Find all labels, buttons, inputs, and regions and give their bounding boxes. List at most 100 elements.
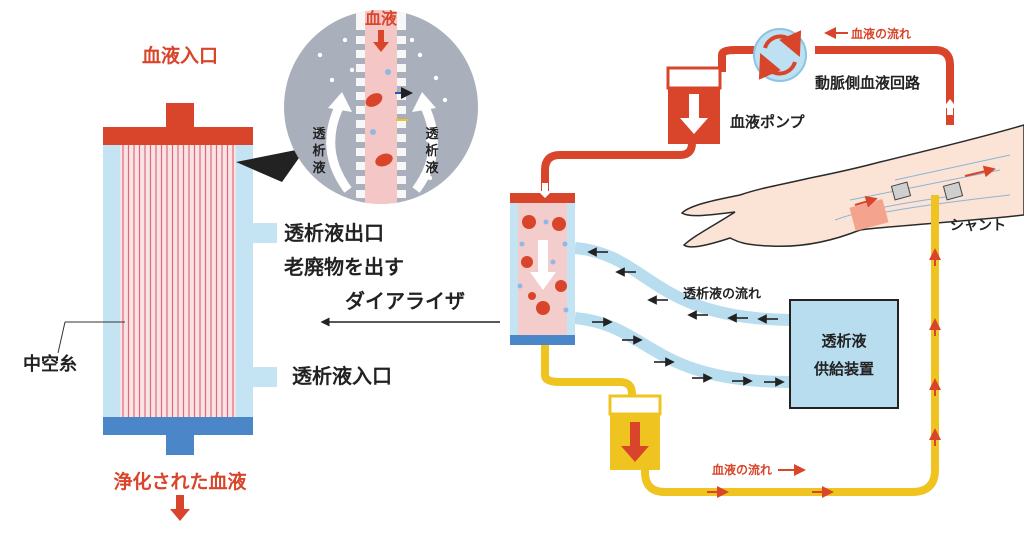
pore [397, 170, 406, 176]
blood-cell [536, 301, 550, 315]
pore [397, 156, 406, 162]
particle-dot [442, 97, 448, 103]
solute-dot [517, 283, 523, 289]
hollow-fiber-label: 中空糸 [23, 353, 77, 375]
hollow-fiber-pointer [57, 321, 66, 354]
svg-text:液: 液 [425, 160, 438, 176]
pore [356, 156, 365, 162]
zoom-dialysate-left-label: 透析液 [312, 127, 325, 176]
hollow-fibers [122, 145, 234, 417]
pore [397, 100, 406, 106]
rotate-arrow-icon [758, 53, 797, 80]
pore [356, 58, 365, 64]
particle-dot [409, 37, 415, 43]
needle-connector-icon [890, 181, 912, 201]
blood-inlet-port [166, 103, 194, 129]
vein-arrow-icon [854, 195, 878, 208]
vein-arrow-icon [964, 165, 996, 178]
dialyzer-detail: 血液入口 浄化された血液 中空糸 透析液出口 老廃物を出す 透析液入口 [23, 44, 404, 521]
particle-dot [342, 37, 348, 43]
drip-chamber-top [608, 394, 662, 416]
dialysate-out-line [574, 242, 791, 326]
zoom-callout [236, 148, 306, 182]
particle-dot [427, 175, 433, 181]
dialysate-flow-arrows [587, 247, 785, 387]
blood-down-arrow-icon [373, 30, 389, 52]
dialysate-inlet-port [253, 367, 277, 387]
pore [397, 72, 406, 78]
pore [356, 128, 365, 134]
pore [356, 72, 365, 78]
pore [356, 170, 365, 176]
particle-dot [329, 77, 335, 83]
dialyzer-bottom-cap [103, 417, 253, 435]
pore [397, 142, 406, 148]
blood-cell [528, 292, 536, 300]
dialysate-inlet-label: 透析液入口 [292, 364, 392, 388]
supply-device-label-2: 供給装置 [813, 360, 874, 378]
pore [356, 86, 365, 92]
venous-return-line [641, 195, 939, 496]
dialysate-outlet-port [253, 223, 277, 243]
pore [356, 30, 365, 36]
pore [397, 30, 406, 36]
pore [397, 44, 406, 50]
zoom-dialysate-right-label: 透析液 [425, 127, 438, 176]
dialyzer-to-trap-line [541, 345, 636, 400]
down-arrow-icon [170, 495, 190, 521]
drip-arrow-icon [621, 422, 649, 462]
dialysate-outlet-label: 透析液出口 [284, 221, 384, 245]
shunt-cutaway [849, 199, 889, 231]
svg-text:透: 透 [312, 127, 325, 142]
pore [397, 128, 406, 134]
particle-dot [337, 172, 343, 178]
small-dialyzer-bottom [510, 335, 575, 345]
needle-connector-icon [942, 181, 964, 201]
arterial-circuit-label: 動脈側血液回路 [815, 74, 921, 92]
red-blood-cell [375, 153, 393, 167]
svg-text:液: 液 [312, 160, 325, 176]
pore [397, 114, 406, 120]
dialysate-flow-label: 透析液の流れ [683, 286, 761, 302]
solute-dot [563, 307, 569, 313]
zoom-view: 血液 透析液 透析液 [236, 9, 478, 204]
blood-cell [555, 280, 567, 292]
dialysate-supply-device [789, 299, 899, 409]
arterial-line-top [718, 46, 954, 125]
svg-text:析: 析 [425, 143, 438, 159]
dialysate-curve-left-icon [326, 103, 352, 193]
inflow-arrow-icon [538, 183, 552, 198]
pore [397, 58, 406, 64]
purified-blood-label: 浄化された血液 [113, 470, 247, 493]
blood-inlet-label: 血液入口 [142, 44, 218, 67]
pore [356, 100, 365, 106]
svg-text:析: 析 [312, 143, 325, 159]
arterial-line [541, 142, 696, 193]
fiber-pores [356, 30, 406, 204]
arterial-up-arrow-icon [943, 99, 957, 115]
dialyzer-label: ダイアライザ [345, 289, 465, 313]
blood-flow-top-label: 血液の流れ [851, 26, 911, 41]
svg-text:透: 透 [425, 127, 438, 142]
small-dialyzer-top [510, 193, 575, 203]
red-blood-cell [365, 93, 383, 107]
solute-dot [370, 129, 376, 135]
small-dialyzer-arrow-icon [530, 240, 556, 290]
supply-device-label-1: 透析液 [821, 332, 867, 350]
solute-dot [519, 241, 525, 247]
particle-dot [315, 127, 321, 133]
particle-dot [433, 75, 439, 81]
waste-out-label: 老廃物を出す [284, 255, 404, 279]
particle-dot [317, 52, 323, 58]
blood-outlet-port [166, 435, 194, 455]
blood-pump-chamber [666, 66, 722, 90]
pore [356, 184, 365, 190]
solute-dot [543, 219, 549, 225]
zoom-blood-label: 血液 [365, 9, 398, 28]
pore [397, 198, 406, 204]
small-particles [315, 37, 448, 181]
blood-cell [522, 215, 536, 229]
return-flow-arrows [707, 248, 941, 498]
particle-dot [349, 67, 355, 73]
